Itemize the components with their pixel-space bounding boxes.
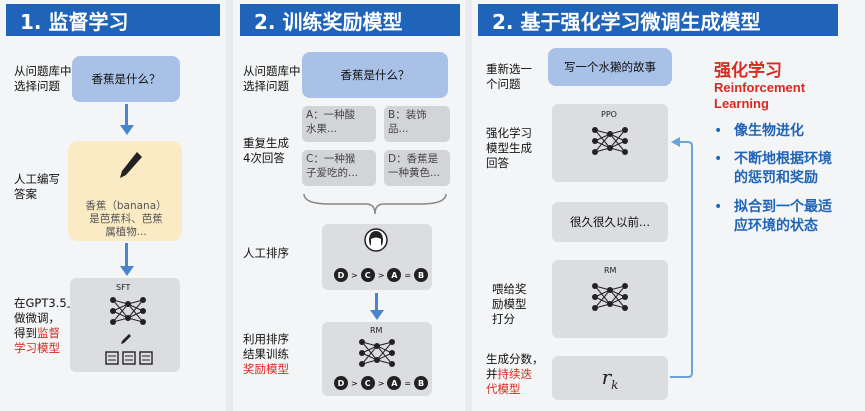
rank-op: > <box>351 378 358 388</box>
p3-ppo-label: PPO <box>601 110 617 119</box>
p2-rank-order-bottom: D> C> A= B <box>334 376 429 390</box>
rank-node: A <box>387 268 402 282</box>
reward-r: r <box>601 364 612 389</box>
p2-train-rm-label: 利用排序 结果训练奖励模型 <box>243 332 289 377</box>
rank-node: D <box>334 376 348 390</box>
bullet-dot: • <box>714 151 723 167</box>
p3-rm-box <box>552 260 668 338</box>
pencil-icon <box>120 152 142 178</box>
bullet-text: 拟合到一个最适 应环境的状态 <box>734 199 832 234</box>
side-bullet-1: • 像生物进化 <box>714 122 804 141</box>
p3-score-prefix: 生成分数， 并 <box>486 352 544 381</box>
p2-rm-label: RM <box>370 326 383 335</box>
rank-node: C <box>360 376 375 390</box>
p2-train-rm-highlight: 奖励模型 <box>243 362 289 376</box>
small-pencil-icon <box>121 334 131 344</box>
panel-3-title: 2. 基于强化学习微调生成模型 <box>478 4 838 36</box>
p3-rl-generate-label: 强化学习 模型生成 回答 <box>486 126 532 170</box>
p2-arrowhead <box>370 310 384 320</box>
p3-score-label: 生成分数， 并持续迭 代模型 <box>486 352 544 397</box>
p1-finetune-prefix: 在GPT3.5上 做微调， 得到 <box>14 296 79 340</box>
answer-c: C：一种猴 子爱吃的... <box>302 150 376 186</box>
p2-arrow <box>375 293 378 311</box>
p3-rm-label: RM <box>604 266 617 275</box>
p2-repeat-generate-label: 重复生成 4次回答 <box>243 136 289 165</box>
rank-op: = <box>404 378 412 388</box>
p1-question-box: 香蕉是什么？ <box>72 56 180 102</box>
bullet-dot: • <box>714 199 723 215</box>
rank-node: B <box>414 376 429 390</box>
rank-op: = <box>404 270 412 280</box>
p3-output-box: 很久很久以前... <box>552 202 668 242</box>
rank-op: > <box>377 270 385 280</box>
panel-1-title: 1. 监督学习 <box>6 4 220 36</box>
p1-answer-text: 香蕉（banana） 是芭蕉科、芭蕉 属植物... <box>85 200 167 238</box>
p1-answer-box <box>68 141 182 241</box>
reward-symbol: rk <box>602 365 619 392</box>
rank-node: D <box>334 268 348 282</box>
brace-connector <box>303 193 447 215</box>
p3-feed-rm-label: 喂给奖 励模型 打分 <box>492 282 527 326</box>
feedback-loop-arrow <box>670 137 693 378</box>
p1-arrowhead-1 <box>120 125 134 135</box>
answer-d: D：香蕉是 一种黄色... <box>384 150 450 186</box>
side-title-en: Reinforcement Learning <box>714 80 806 111</box>
p3-question-box: 写一个水獭的故事 <box>548 48 672 86</box>
neural-network-icon <box>359 339 395 367</box>
side-title: 强化学习 <box>714 61 782 81</box>
rank-node: C <box>360 268 375 282</box>
p1-finetune-highlight: 监督 学习模型 <box>14 326 60 355</box>
rank-op: > <box>377 378 385 388</box>
p1-finetune-label: 在GPT3.5上 做微调， 得到监督 学习模型 <box>14 296 78 356</box>
p3-ppo-box <box>552 104 668 182</box>
rank-node: B <box>414 268 429 282</box>
p1-arrow-1 <box>125 104 128 126</box>
p1-arrow-2 <box>125 243 128 267</box>
bullet-text: 不断地根据环境 的惩罚和奖励 <box>734 151 832 186</box>
p2-question-box: 香蕉是什么？ <box>302 52 448 98</box>
p3-score-highlight: 持续迭 代模型 <box>486 367 532 396</box>
answer-b: B：装饰 品... <box>384 106 450 142</box>
person-avatar-icon <box>364 228 388 252</box>
reward-k: k <box>611 377 619 392</box>
rank-op: > <box>351 270 358 280</box>
p1-sft-label: SFT <box>116 283 131 292</box>
answer-a: A：一种酸 水果... <box>302 106 376 142</box>
p1-select-question-label: 从问题库中 选择问题 <box>14 64 72 93</box>
rank-node: A <box>387 376 402 390</box>
document-stack-icon <box>105 351 153 365</box>
side-bullet-2: • 不断地根据环境 的惩罚和奖励 <box>714 150 832 188</box>
p3-reselect-label: 重新选一 个问题 <box>486 62 532 91</box>
neural-network-icon <box>110 297 146 325</box>
bullet-text: 像生物进化 <box>734 123 804 139</box>
p1-human-write-label: 人工编写 答案 <box>14 172 60 201</box>
p2-rank-order-top: D> C> A= B <box>334 268 429 282</box>
side-bullet-3: • 拟合到一个最适 应环境的状态 <box>714 198 832 236</box>
neural-network-icon <box>592 127 628 155</box>
p2-train-rm-prefix: 利用排序 结果训练 <box>243 332 289 361</box>
p3-reward-box: rk <box>552 356 668 400</box>
neural-network-icon <box>592 283 628 311</box>
p1-arrowhead-2 <box>120 266 134 276</box>
p2-human-rank-label: 人工排序 <box>243 246 289 260</box>
bullet-dot: • <box>714 123 723 139</box>
p2-select-question-label: 从问题库中 选择问题 <box>243 64 301 93</box>
panel-2-title: 2. 训练奖励模型 <box>240 4 460 36</box>
